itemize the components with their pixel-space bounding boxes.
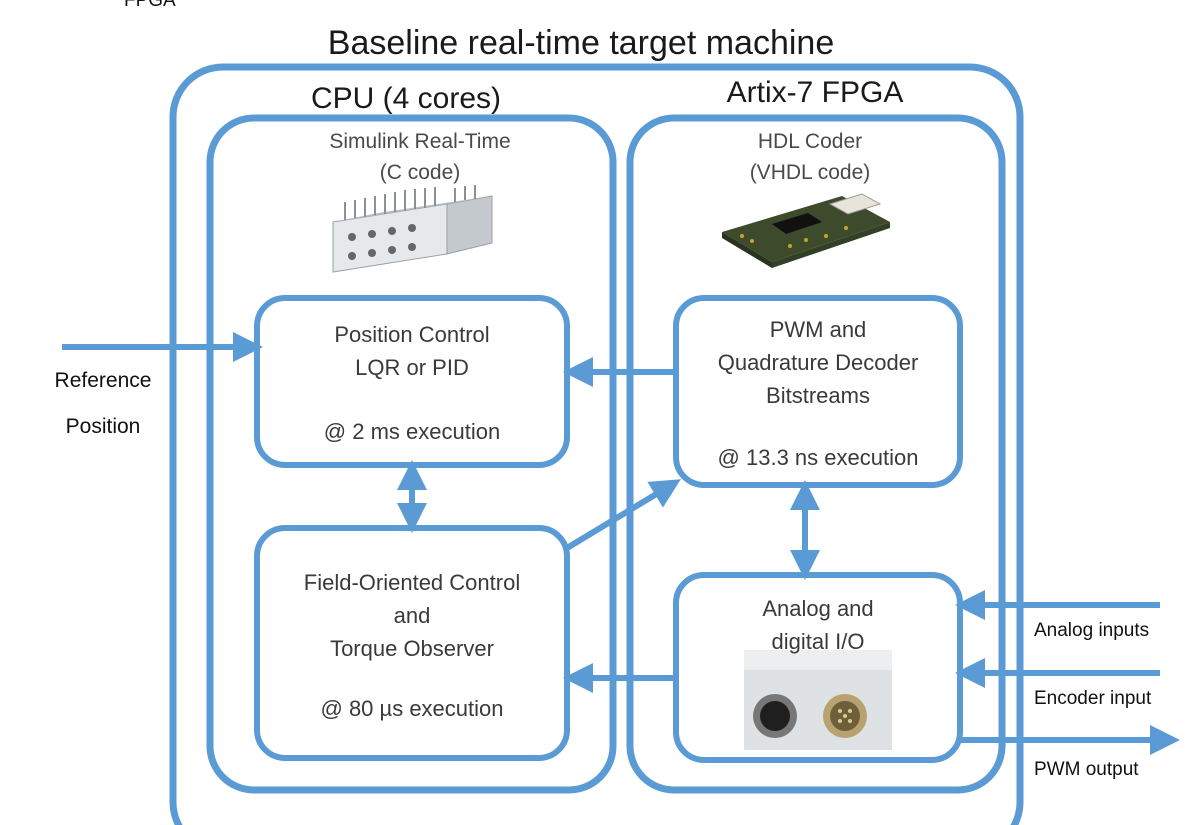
foc-label: Field-Oriented Control and Torque Observ…	[262, 566, 562, 665]
cpu-box	[206, 114, 617, 794]
foc-to-pwm-arrow	[565, 479, 681, 551]
pwm-decoder-exec: @ 13.3 ns execution	[717, 445, 919, 470]
diagram-title: Baseline real-time target machine	[327, 24, 835, 62]
industrial-pc-image	[332, 185, 493, 273]
foc-exec: @ 80 µs execution	[320, 696, 504, 721]
foc-line3: Torque Observer	[330, 636, 494, 661]
io-label: Analog and digital I/O	[680, 592, 956, 658]
position-control-line2: LQR or PID	[355, 355, 469, 380]
io-line1: Analog and	[762, 596, 874, 621]
fpga-subtitle-line2: (VHDL code)	[749, 161, 871, 184]
reference-line2: Position	[65, 415, 141, 438]
position-control-exec: @ 2 ms execution	[323, 419, 501, 444]
cpu-subtitle-line1: Simulink Real-Time	[329, 130, 511, 153]
fpga-subtitle-line1: HDL Coder	[757, 130, 863, 153]
position-control-line1: Position Control	[334, 322, 490, 347]
encoder-input-label: Encoder input	[1034, 688, 1152, 709]
position-control-label: Position Control LQR or PID	[262, 318, 562, 384]
target-machine-box	[169, 63, 1024, 825]
cpu-title: CPU (4 cores)	[310, 82, 502, 115]
fpga-box	[626, 114, 1006, 794]
analog-inputs-label: Analog inputs	[1034, 620, 1150, 641]
fpga-board-image	[722, 193, 890, 268]
corner-label: FPGA	[124, 0, 176, 11]
fpga-subtitle: HDL Coder (VHDL code)	[685, 126, 935, 188]
reference-line1: Reference	[54, 369, 152, 392]
cpu-subtitle: Simulink Real-Time (C code)	[270, 126, 570, 188]
pwm-output-label: PWM output	[1034, 759, 1139, 780]
foc-line1: Field-Oriented Control	[303, 570, 521, 595]
io-connector-image	[744, 650, 892, 750]
pwm-decoder-line3: Bitstreams	[766, 383, 870, 408]
reference-position-label: Reference Position	[28, 358, 178, 450]
pwm-decoder-line1: PWM and	[769, 317, 867, 342]
pwm-decoder-line2: Quadrature Decoder	[717, 350, 919, 375]
io-line2: digital I/O	[771, 629, 865, 654]
fpga-title: Artix-7 FPGA	[726, 76, 904, 109]
pwm-decoder-label: PWM and Quadrature Decoder Bitstreams	[680, 313, 956, 412]
foc-line2: and	[393, 603, 431, 628]
cpu-subtitle-line2: (C code)	[379, 161, 461, 184]
